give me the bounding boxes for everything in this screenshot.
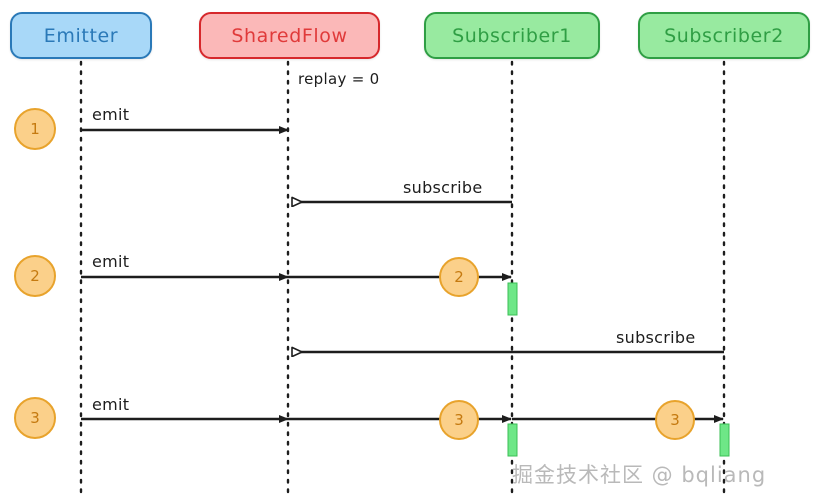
message-label-subscribe-1: subscribe bbox=[403, 178, 483, 197]
activation-subscriber1-step2 bbox=[507, 282, 518, 316]
message-label-emit-2a: emit bbox=[92, 252, 130, 271]
participant-label-emitter: Emitter bbox=[43, 24, 119, 47]
step-badge-3-left: 3 bbox=[14, 397, 56, 439]
step-badge-2-left: 2 bbox=[14, 255, 56, 297]
message-label-emit-1: emit bbox=[92, 105, 130, 124]
step-badge-3-sub1: 3 bbox=[439, 400, 479, 440]
participant-emitter[interactable]: Emitter bbox=[10, 12, 152, 59]
participant-sharedflow[interactable]: SharedFlow bbox=[199, 12, 380, 59]
participant-label-sharedflow: SharedFlow bbox=[231, 24, 348, 47]
step-badge-2-sub1: 2 bbox=[439, 257, 479, 297]
participant-label-subscriber1: Subscriber1 bbox=[452, 24, 572, 47]
replay-note: replay = 0 bbox=[298, 70, 380, 88]
message-lines-group bbox=[81, 126, 724, 423]
message-label-emit-3a: emit bbox=[92, 395, 130, 414]
participant-label-subscriber2: Subscriber2 bbox=[664, 24, 784, 47]
activation-bars-group bbox=[507, 282, 730, 457]
message-label-subscribe-2: subscribe bbox=[616, 328, 696, 347]
participant-subscriber2[interactable]: Subscriber2 bbox=[638, 12, 810, 59]
step-badge-3-sub2: 3 bbox=[655, 400, 695, 440]
step-badge-1-left: 1 bbox=[14, 108, 56, 150]
participant-subscriber1[interactable]: Subscriber1 bbox=[424, 12, 600, 59]
activation-subscriber1-step3 bbox=[507, 423, 518, 457]
watermark: 掘金技术社区 @ bqliang bbox=[512, 463, 767, 487]
activation-subscriber2-step3 bbox=[719, 423, 730, 457]
